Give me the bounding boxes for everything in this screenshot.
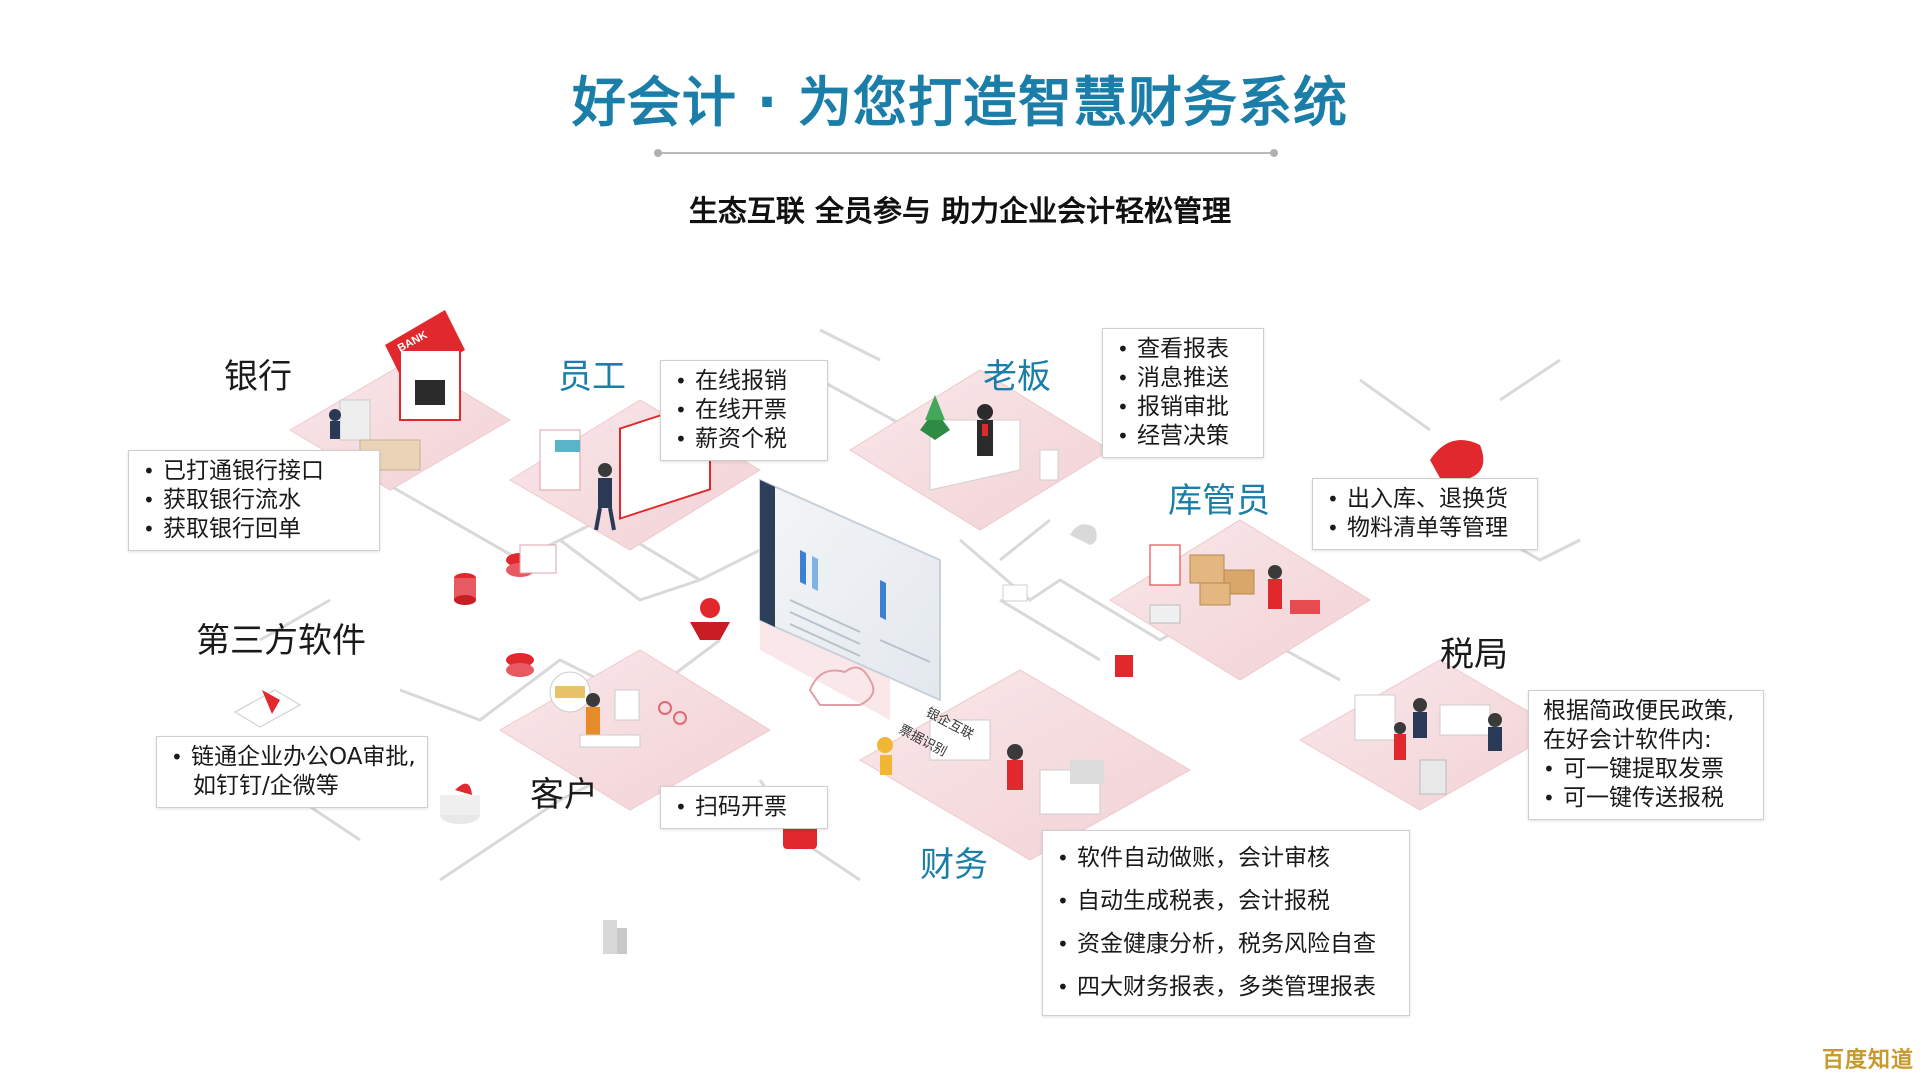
warehouse-label: 库管员 — [1168, 481, 1270, 521]
watermark: 百度知道 — [1821, 1048, 1914, 1073]
employee-item: 在线报销 — [673, 367, 815, 396]
third-party-item: 链通企业办公OA审批, — [169, 743, 416, 772]
finance-info-box: 软件自动做账，会计审核 自动生成税表，会计报税 资金健康分析，税务风险自查 四大… — [1042, 830, 1410, 1016]
employee-label: 员工 — [558, 357, 626, 397]
warehouse-info-box: 出入库、退换货 物料清单等管理 — [1312, 478, 1538, 550]
finance-item: 自动生成税表，会计报税 — [1055, 880, 1397, 923]
warehouse-platform — [1109, 519, 1371, 681]
third-party-info-box: 链通企业办公OA审批, 如钉钉/企微等 — [156, 736, 428, 808]
bank-item: 已打通银行接口 — [141, 457, 367, 486]
bank-item: 获取银行回单 — [141, 515, 367, 544]
dashboard-screen — [690, 478, 941, 720]
page-title: 好会计 · 为您打造智慧财务系统 — [571, 71, 1349, 134]
tax-item: 可一键传送报税 — [1541, 784, 1751, 813]
boss-info-box: 查看报表 消息推送 报销审批 经营决策 — [1102, 328, 1264, 458]
employee-item: 在线开票 — [673, 396, 815, 425]
customer-platform — [499, 553, 771, 811]
warehouse-item: 物料清单等管理 — [1325, 514, 1525, 543]
bank-label: 银行 — [224, 357, 292, 397]
boss-item: 查看报表 — [1115, 335, 1251, 364]
finance-item: 软件自动做账，会计审核 — [1055, 837, 1397, 880]
finance-label: 财务 — [920, 845, 988, 885]
boss-platform — [849, 369, 1111, 531]
bank-item: 获取银行流水 — [141, 486, 367, 515]
boss-item: 消息推送 — [1115, 364, 1251, 393]
boss-label: 老板 — [983, 357, 1051, 397]
tax-bureau-platform — [1299, 659, 1561, 811]
tax-info-box: 根据简政便民政策, 在好会计软件内: 可一键提取发票 可一键传送报税 — [1528, 690, 1764, 820]
boss-item: 经营决策 — [1115, 422, 1251, 451]
boss-item: 报销审批 — [1115, 393, 1251, 422]
tax-intro-line: 根据简政便民政策, — [1543, 698, 1735, 724]
header: 好会计 · 为您打造智慧财务系统 生态互联 全员参与 助力企业会计轻松管理 — [0, 0, 1920, 240]
warehouse-item: 出入库、退换货 — [1325, 485, 1525, 514]
finance-platform: 银企互联 票据识别 — [858, 669, 1192, 861]
finance-item: 四大财务报表，多类管理报表 — [1055, 966, 1397, 1009]
connection-lines — [259, 328, 1581, 882]
third-party-label: 第三方软件 — [196, 621, 366, 661]
tax-item: 可一键提取发票 — [1541, 755, 1751, 784]
tax-intro-line: 在好会计软件内: — [1543, 727, 1712, 753]
page-subtitle: 生态互联 全员参与 助力企业会计轻松管理 — [688, 194, 1232, 228]
customer-label: 客户 — [530, 775, 598, 815]
floating-icons — [233, 440, 1484, 954]
bank-info-box: 已打通银行接口 获取银行流水 获取银行回单 — [128, 450, 380, 551]
finance-item: 资金健康分析，税务风险自查 — [1055, 923, 1397, 966]
third-party-item-continued: 如钉钉/企微等 — [193, 773, 339, 799]
title-divider — [654, 149, 1278, 157]
tax-label: 税局 — [1440, 635, 1508, 675]
customer-info-box: 扫码开票 — [660, 786, 828, 829]
employee-info-box: 在线报销 在线开票 薪资个税 — [660, 360, 828, 461]
employee-item: 薪资个税 — [673, 425, 815, 454]
customer-item: 扫码开票 — [673, 793, 815, 822]
